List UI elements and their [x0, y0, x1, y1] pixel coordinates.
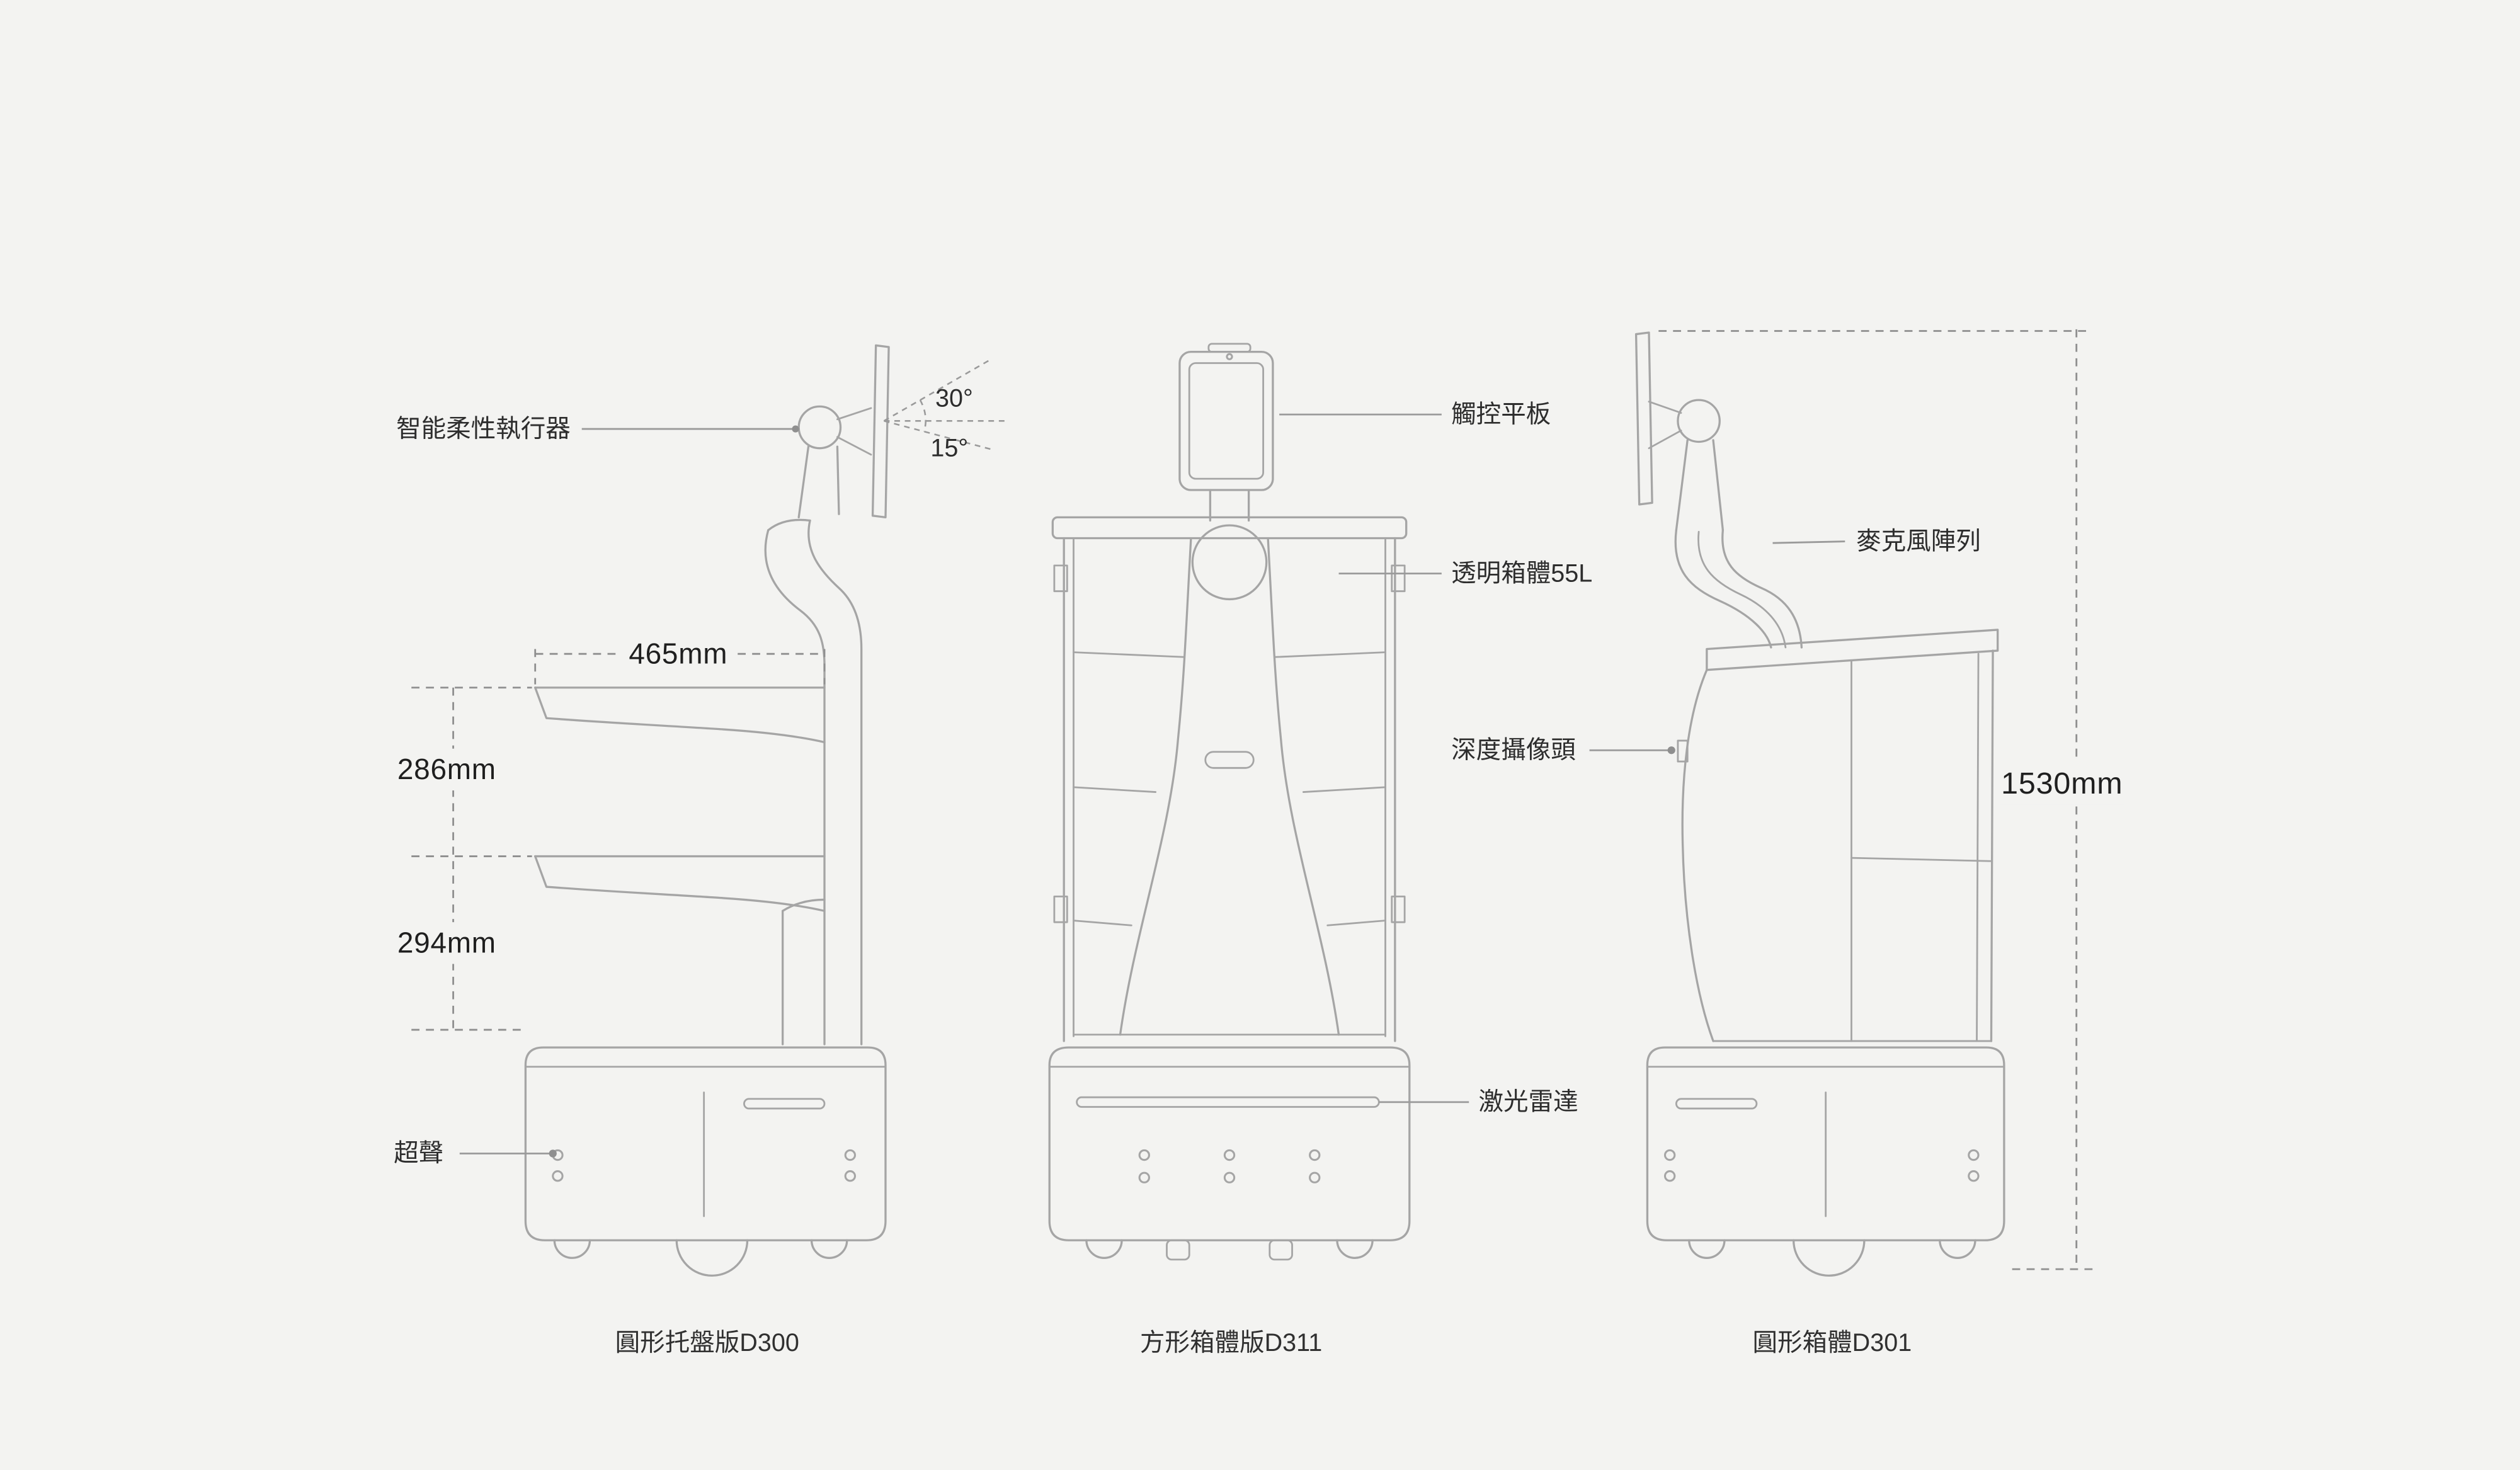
robot-d300 [524, 344, 890, 1277]
upper-gap-dimension: 286mm [397, 753, 496, 785]
ultrasonic-sensor [1663, 1170, 1676, 1182]
ultrasonic-sensor [1309, 1171, 1321, 1183]
shelf-level-3 [1073, 920, 1386, 926]
spine [764, 518, 863, 1046]
screen-angle-annotation: 30° 15° [883, 359, 1005, 462]
depth-camera-label: 深度攝像頭 [1451, 736, 1576, 764]
base [524, 1046, 887, 1277]
leader-dot [1667, 746, 1675, 755]
ultrasonic-sensor [1138, 1149, 1150, 1161]
cabinet-shelf [1850, 857, 1992, 862]
tower-handle-slot [1204, 751, 1255, 769]
ultrasonic-sensor [1223, 1149, 1236, 1161]
angle-lower-label: 15° [930, 434, 968, 462]
lower-body [781, 898, 826, 1046]
caption-d300: 圓形托盤版D300 [615, 1329, 799, 1357]
tray-upper [534, 687, 826, 744]
ultrasonic-sensor [844, 1149, 857, 1161]
tablet-camera [1226, 353, 1233, 360]
actuator-joint [797, 405, 842, 450]
transparent-cabinet-label: 透明箱體55L [1451, 559, 1592, 587]
pan-tilt-joint [1191, 524, 1268, 601]
ultrasonic-sensor [1223, 1171, 1236, 1183]
wheels [1085, 1239, 1374, 1261]
hinge [1391, 564, 1406, 593]
shelf-level-1 [1073, 651, 1386, 658]
captions: 圓形托盤版D300 方形箱體版D311 圓形箱體D301 [615, 1329, 1912, 1357]
wheels [1688, 1239, 1976, 1277]
tray-width-dimension: 465mm [629, 637, 727, 669]
display-assembly [1634, 331, 1725, 532]
ultrasonic-sensor [1968, 1149, 1980, 1161]
wheels [553, 1239, 848, 1277]
total-height-dimension: 1530mm [2001, 766, 2123, 801]
mic-array-label: 麥克風陣列 [1856, 527, 1981, 555]
hinge [1053, 564, 1068, 593]
label-annotations: 智能柔性執行器 超聲 觸控平板 透明箱體55L 深度攝像頭 激光雷達 麥克風陣列 [394, 401, 1981, 1167]
tablet-label: 觸控平板 [1451, 401, 1551, 428]
robot-d311 [1048, 343, 1411, 1261]
ultrasonic-sensor [844, 1170, 857, 1182]
lidar-label: 激光雷達 [1479, 1088, 1578, 1116]
actuator-joint [1677, 399, 1721, 443]
leader-dot [549, 1149, 557, 1158]
base [1048, 1046, 1411, 1261]
hinge [1053, 895, 1068, 923]
ultrasonic-sensor [552, 1170, 564, 1182]
ultrasonic-sensor [1663, 1149, 1676, 1161]
tablet-screen [1178, 343, 1274, 522]
shelf-level-2 [1073, 786, 1386, 793]
dimension-annotations: 465mm 286mm 294mm 1530mm 30° 15° [397, 329, 2125, 1270]
depth-camera-module [1677, 739, 1689, 763]
angle-upper-label: 30° [935, 384, 973, 412]
actuator-label: 智能柔性執行器 [396, 415, 571, 443]
caption-d311: 方形箱體版D311 [1140, 1329, 1322, 1357]
robot-d301 [1634, 331, 2005, 1277]
tray-lower [534, 855, 826, 912]
leader-dot [792, 425, 799, 433]
lidar-slot [1076, 1096, 1380, 1108]
ultrasonic-sensor [1309, 1149, 1321, 1161]
hinge [1391, 895, 1406, 923]
ultrasonic-label: 超聲 [394, 1139, 443, 1167]
cabinet-top [1706, 629, 1999, 671]
display-assembly [797, 344, 890, 519]
cabinet-lid [1051, 516, 1408, 540]
base [1646, 1046, 2005, 1277]
cabinet [1677, 629, 1999, 1042]
cabinet-frame [1051, 516, 1408, 1042]
mic-arm [1674, 529, 1803, 649]
caption-d301: 圓形箱體D301 [1753, 1329, 1912, 1357]
side-lidar-window [743, 1098, 826, 1110]
ultrasonic-sensor [1968, 1170, 1980, 1182]
ultrasonic-sensor [1138, 1171, 1150, 1183]
side-lidar-window [1675, 1098, 1758, 1110]
center-tower [1119, 538, 1340, 1036]
lower-gap-dimension: 294mm [397, 926, 496, 959]
